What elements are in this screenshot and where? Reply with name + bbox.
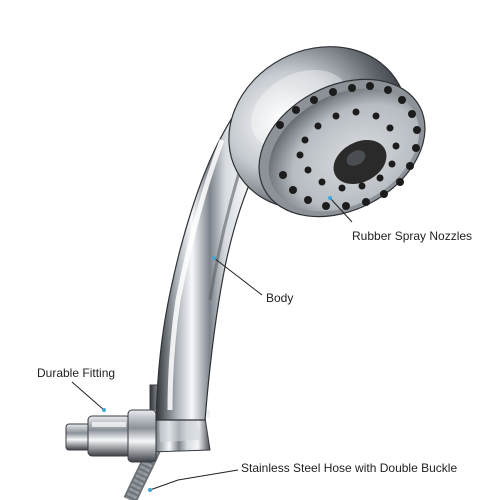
- label-hose: Stainless Steel Hose with Double Buckle: [241, 461, 458, 475]
- label-rubber-spray-nozzles: Rubber Spray Nozzles: [352, 229, 473, 243]
- callout-dots: [102, 196, 332, 492]
- hose-leader-line: [149, 469, 239, 491]
- hose-leader-dot: [148, 488, 152, 492]
- body-leader-line: [213, 257, 263, 296]
- fitting-leader-dot: [102, 408, 106, 412]
- nozzles-leader-line: [329, 197, 353, 223]
- label-body: Body: [266, 291, 294, 305]
- label-durable-fitting: Durable Fitting: [37, 366, 116, 380]
- fitting-leader-line: [71, 381, 105, 411]
- spray-nozzles: [276, 82, 421, 210]
- callout-lines: [71, 197, 353, 491]
- body-leader-dot: [212, 256, 216, 260]
- nozzles-leader-dot: [328, 196, 332, 200]
- durable-fitting: [65, 409, 157, 463]
